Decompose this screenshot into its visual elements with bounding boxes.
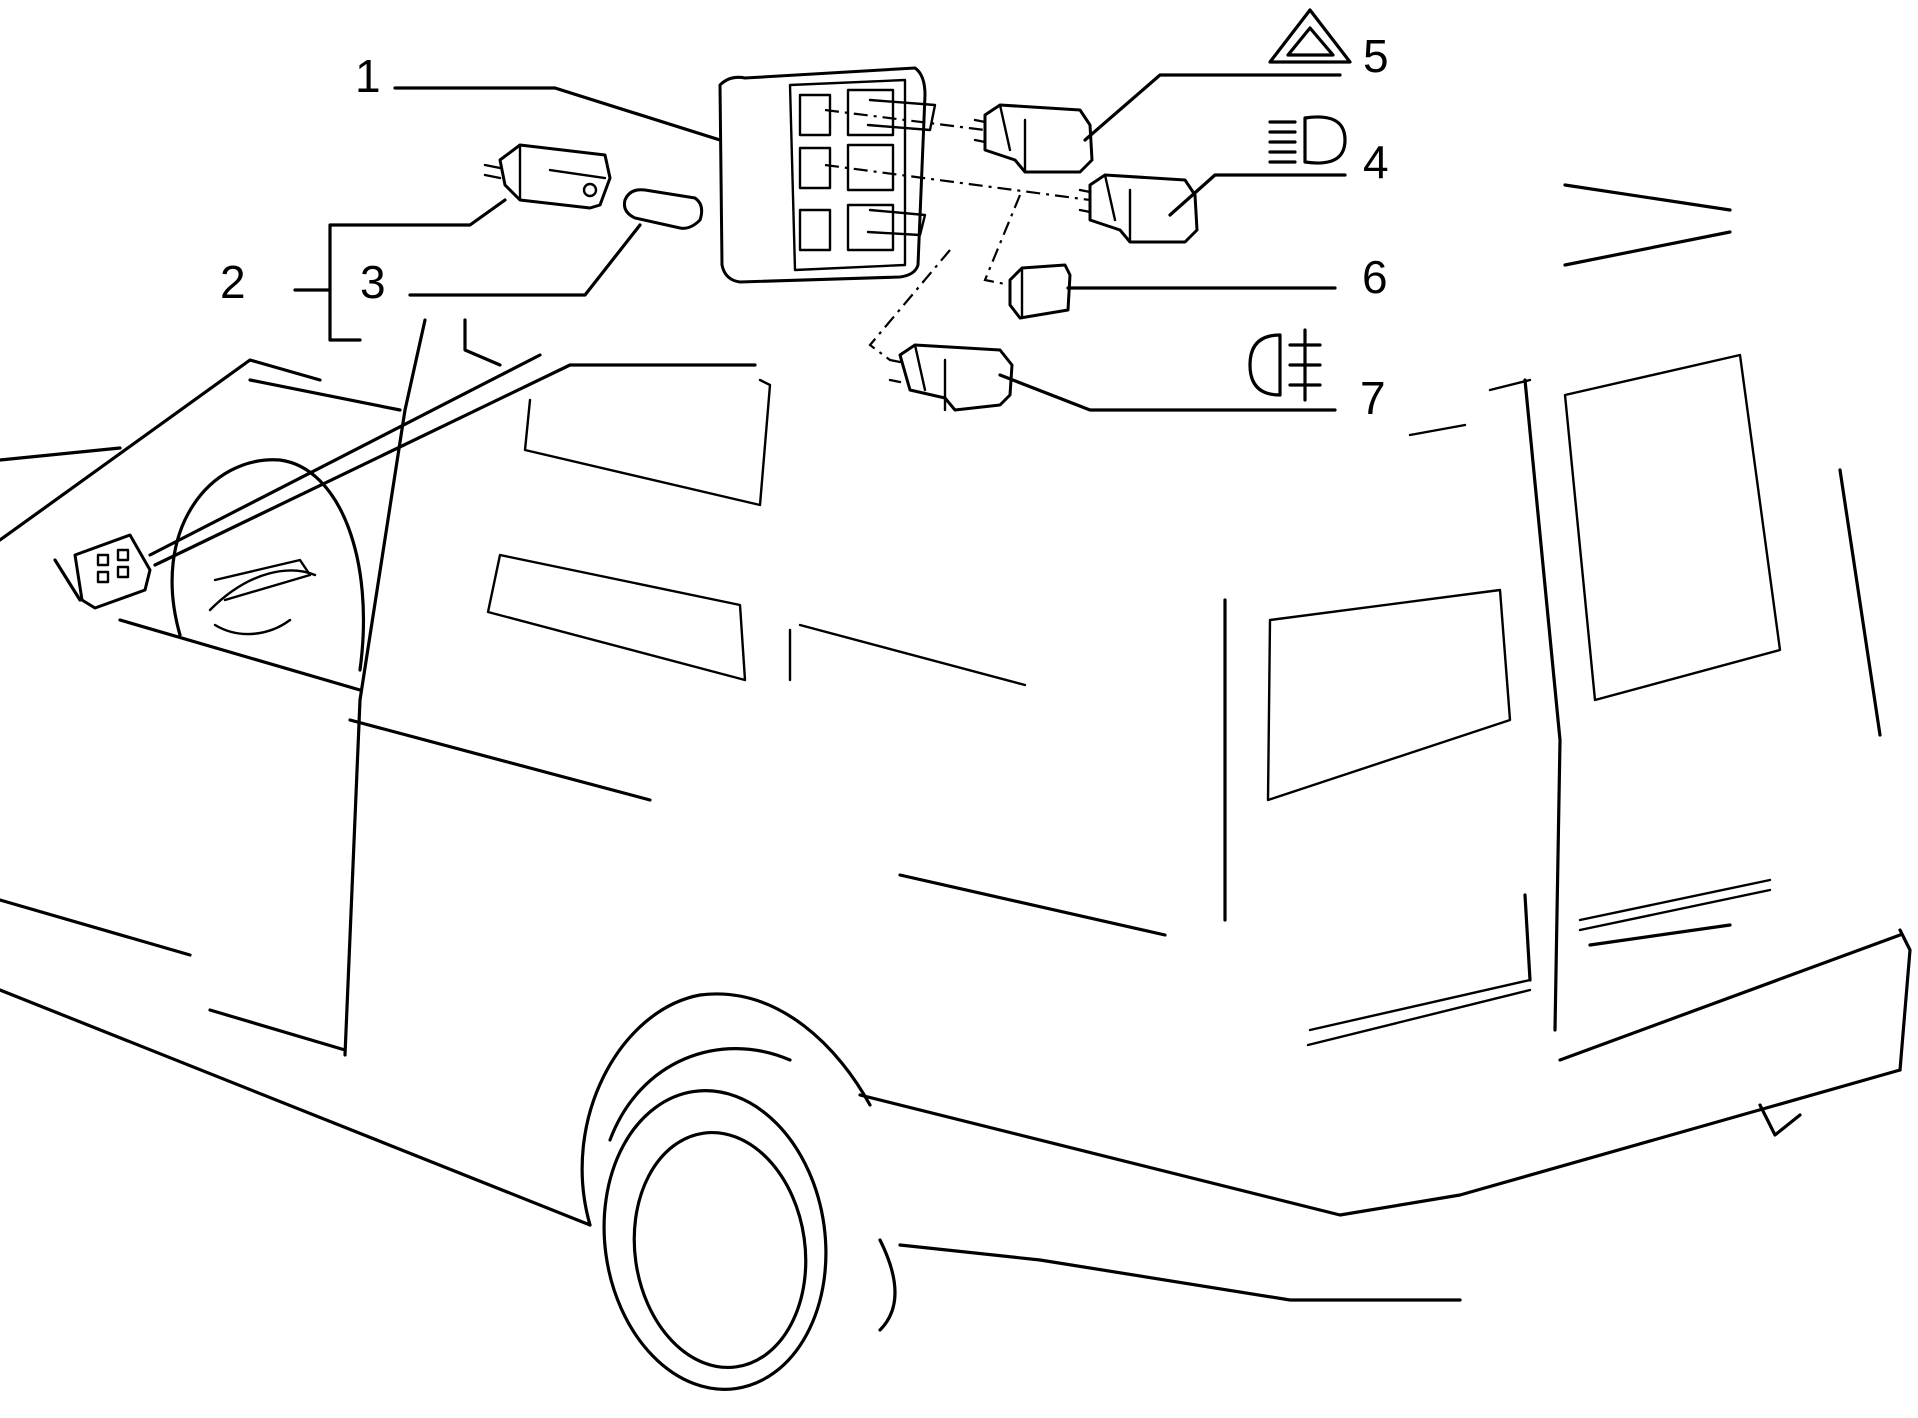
- relay-7: [888, 343, 1014, 412]
- callout-4: 4: [1363, 136, 1389, 188]
- relay-4: [1078, 173, 1199, 244]
- callout-1: 1: [355, 50, 381, 102]
- relay-unit-2: [483, 143, 612, 210]
- callout-2: 2: [220, 256, 246, 308]
- vehicle-outline: [0, 183, 1912, 1391]
- relay-box: [718, 66, 937, 284]
- callout-6: 6: [1362, 251, 1388, 303]
- relay-5: [973, 103, 1094, 174]
- headlamp-icon: [1268, 115, 1347, 165]
- callout-7: 7: [1360, 372, 1386, 424]
- fuse-6: [1008, 263, 1072, 320]
- rear-fog-lamp-icon: [1248, 328, 1322, 402]
- callout-labels: 1 2 3 4 5 6 7: [220, 30, 1389, 424]
- leader-lines: [148, 73, 1347, 567]
- hazard-warning-icon: [1268, 8, 1352, 64]
- bulb-3: [623, 188, 704, 230]
- callout-5: 5: [1363, 30, 1389, 82]
- callout-3: 3: [360, 256, 386, 308]
- connection-lines: [824, 108, 1091, 361]
- dashboard-fuse-holder: [73, 533, 152, 610]
